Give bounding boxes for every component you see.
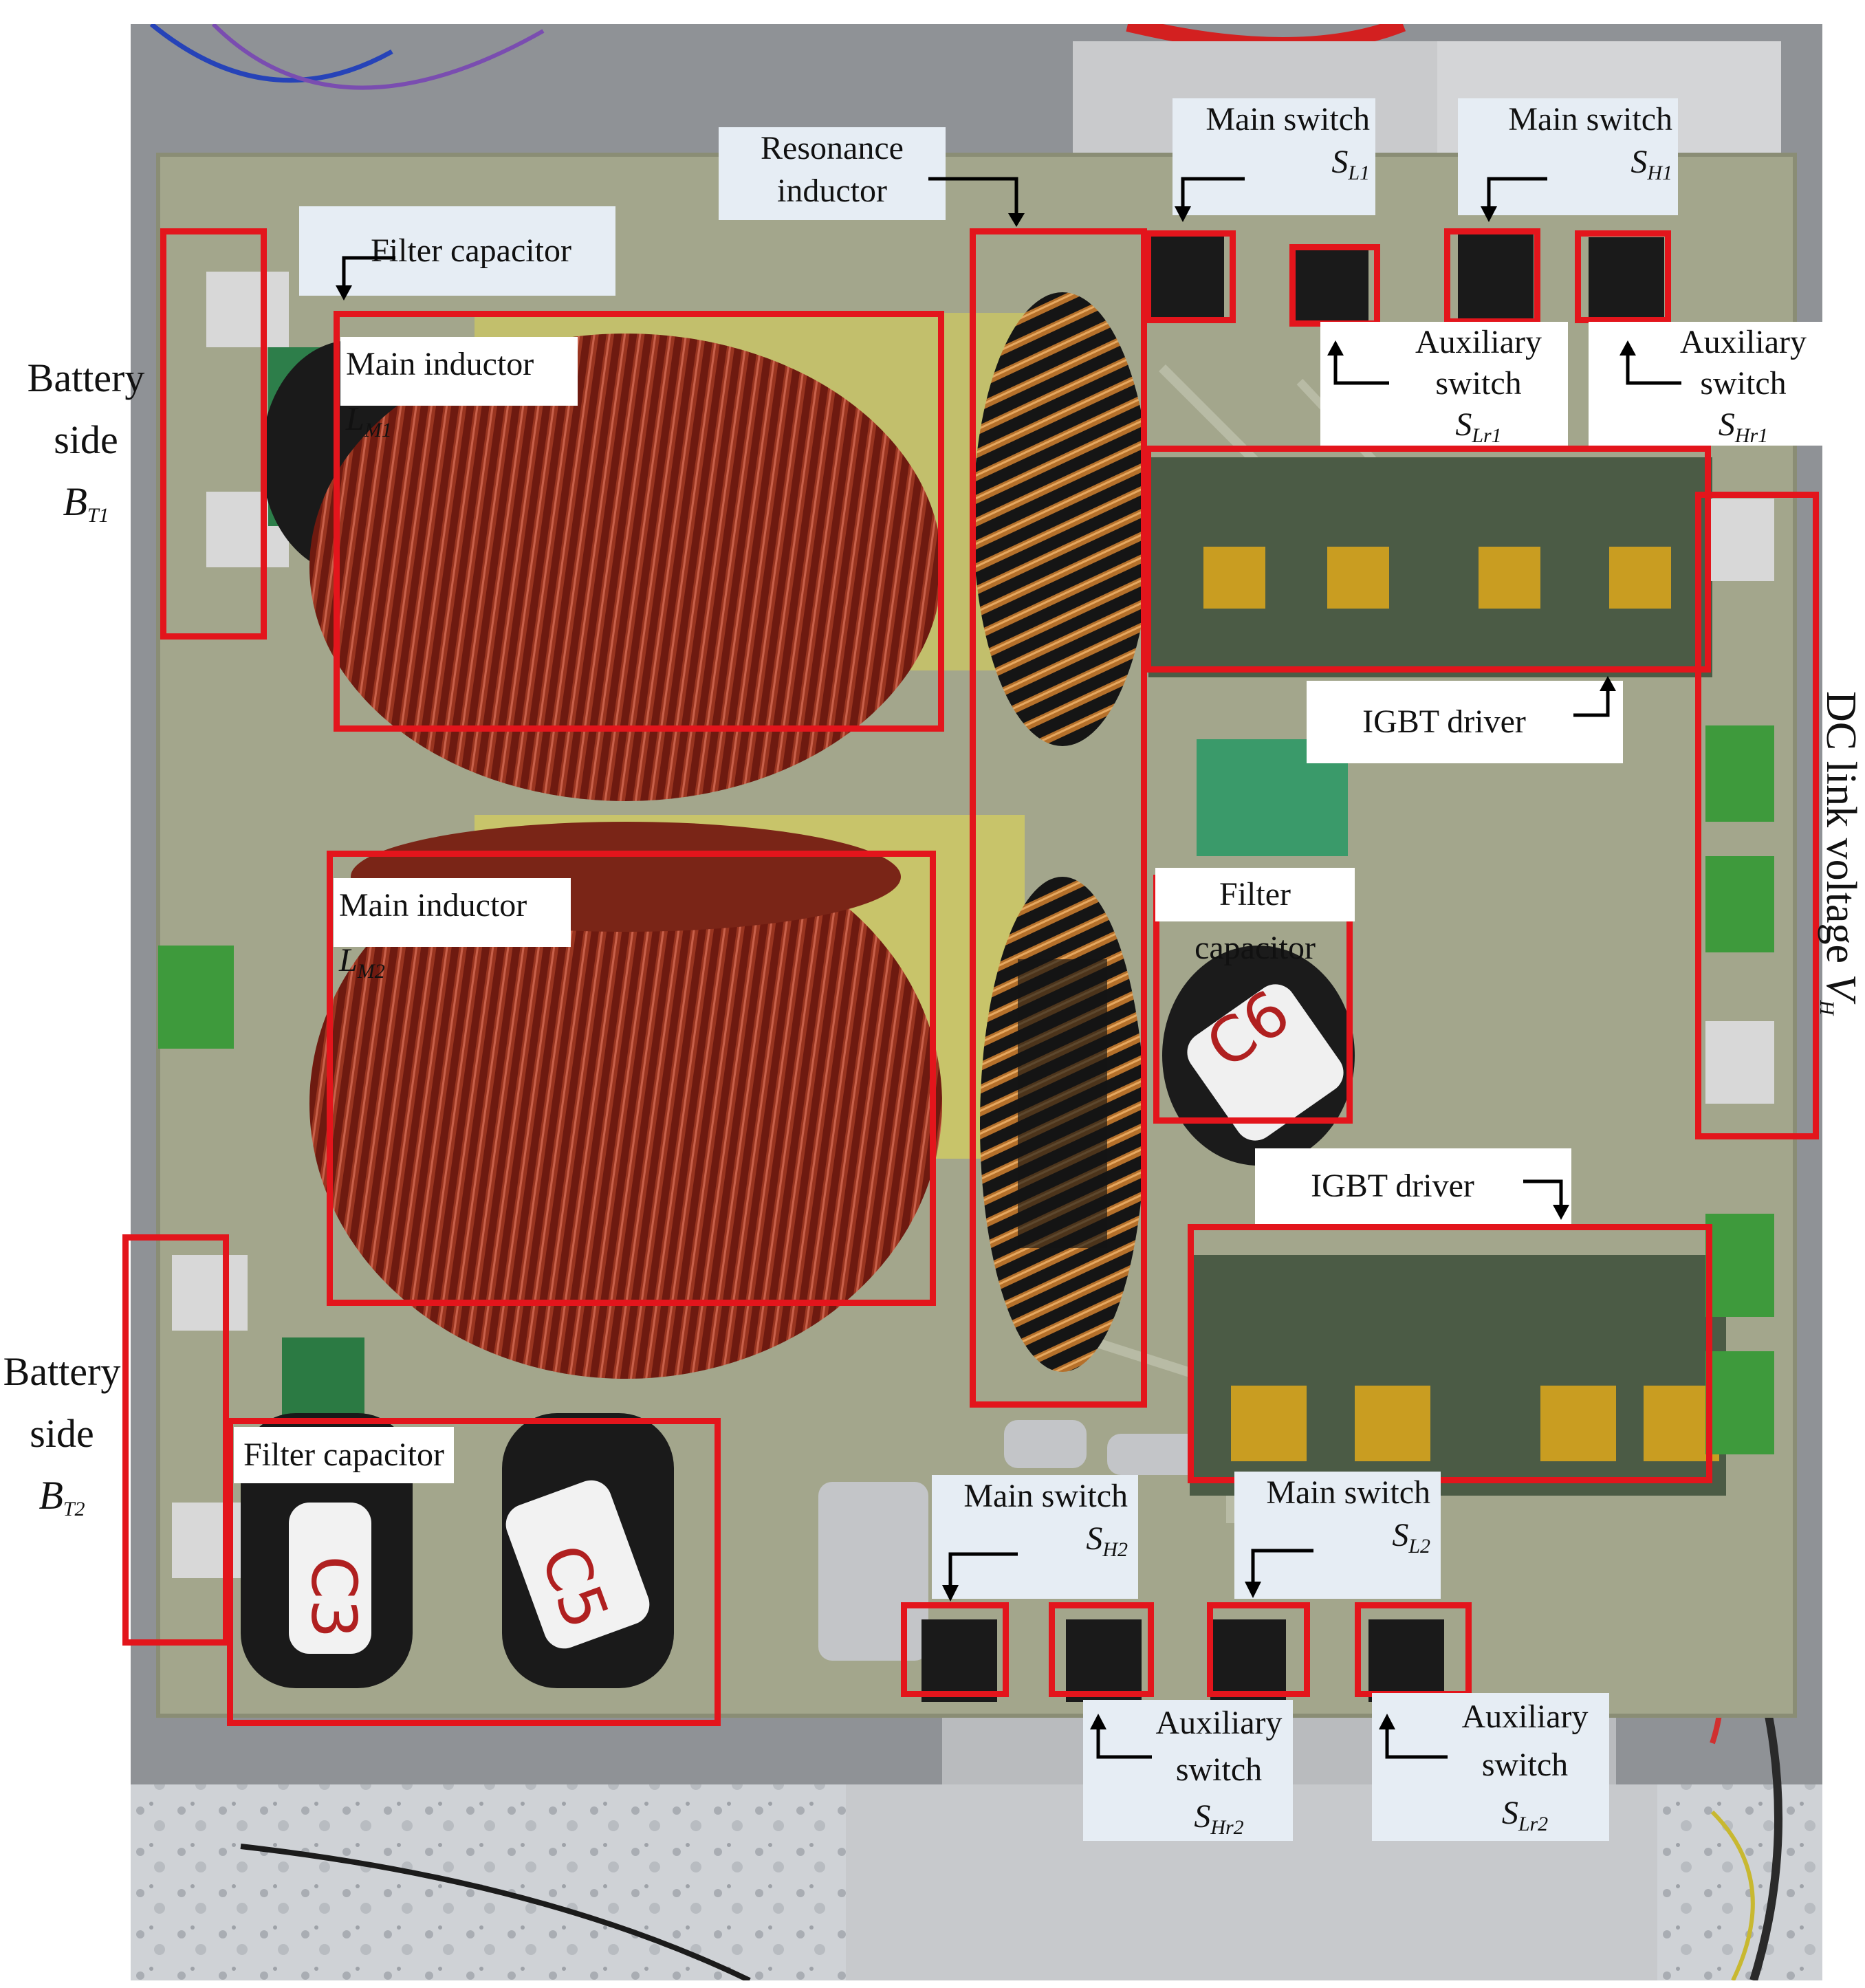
sh1-symbol: SH1 bbox=[1630, 144, 1672, 184]
shr2-symbol: SHr2 bbox=[1194, 1798, 1244, 1839]
sl2-line1: Main switch bbox=[1266, 1474, 1430, 1511]
bt1-line1: Battery bbox=[27, 356, 145, 400]
lm1-inductor-box bbox=[334, 311, 944, 732]
shr1-line1: Auxiliary bbox=[1680, 324, 1807, 360]
shr2-switch-box bbox=[1049, 1602, 1154, 1697]
filter-top-arrow-icon bbox=[336, 256, 395, 301]
battery-side-bt1-label: Battery side BT1 bbox=[17, 347, 155, 547]
main-switch-sh2-label: Main switch SH2 bbox=[932, 1475, 1138, 1599]
sl1-switch-box bbox=[1145, 230, 1236, 323]
sh1-arrow-icon bbox=[1481, 177, 1547, 222]
slr2-switch-box bbox=[1355, 1602, 1472, 1697]
slr1-symbol: SLr1 bbox=[1455, 406, 1502, 447]
slr1-line2: switch bbox=[1435, 365, 1522, 402]
igbt-top-arrow-icon bbox=[1573, 676, 1616, 717]
sl1-symbol: SL1 bbox=[1331, 144, 1370, 184]
resonance-line2: inductor bbox=[777, 173, 887, 209]
shr1-line2: switch bbox=[1700, 365, 1787, 402]
slr1-line1: Auxiliary bbox=[1415, 324, 1542, 360]
filter-capacitor-bottom-label: Filter capacitor bbox=[234, 1427, 454, 1483]
sh2-symbol: SH2 bbox=[1086, 1520, 1128, 1561]
main-inductor-lm1-label: Main inductor LM1 bbox=[340, 337, 578, 441]
main-inductor-lm2-label: Main inductor LM2 bbox=[334, 878, 571, 983]
auxiliary-switch-shr2-label: Auxiliary switch SHr2 bbox=[1083, 1700, 1293, 1841]
slr2-line1: Auxiliary bbox=[1461, 1698, 1589, 1735]
shr1-switch-box bbox=[1575, 230, 1671, 323]
main-switch-sh1-label: Main switch SH1 bbox=[1458, 98, 1678, 215]
slr2-symbol: SLr2 bbox=[1501, 1795, 1549, 1835]
dc-terminal-box bbox=[1695, 492, 1819, 1139]
lm2-inductor-box bbox=[327, 851, 936, 1306]
sl1-line1: Main switch bbox=[1206, 101, 1370, 138]
bt2-symbol: BT2 bbox=[39, 1473, 85, 1520]
sh2-arrow-icon bbox=[942, 1552, 1018, 1602]
resonance-line1: Resonance bbox=[761, 130, 904, 166]
bt1-line2: side bbox=[54, 417, 118, 462]
sl2-symbol: SL2 bbox=[1392, 1517, 1430, 1558]
slr1-arrow-icon bbox=[1327, 340, 1389, 385]
bt2-line2: side bbox=[30, 1411, 94, 1456]
shr1-symbol: SHr1 bbox=[1718, 406, 1769, 447]
sh1-switch-box bbox=[1444, 228, 1540, 325]
sh2-switch-box bbox=[901, 1602, 1009, 1697]
sl2-arrow-icon bbox=[1245, 1549, 1313, 1598]
resonance-arrow-icon bbox=[928, 177, 1025, 227]
auxiliary-switch-slr2-label: Auxiliary switch SLr2 bbox=[1372, 1693, 1609, 1841]
bottom-filter-capacitor-box bbox=[227, 1418, 721, 1726]
shr2-arrow-icon bbox=[1090, 1714, 1152, 1759]
filter-capacitor-top-label: Filter capacitor bbox=[299, 206, 615, 296]
sl1-arrow-icon bbox=[1175, 177, 1245, 222]
shr2-line1: Auxiliary bbox=[1155, 1705, 1283, 1741]
resonance-inductor-box bbox=[970, 228, 1147, 1408]
slr1-switch-box bbox=[1289, 244, 1380, 327]
main-switch-sl2-label: Main switch SL2 bbox=[1234, 1472, 1441, 1599]
bt2-terminal-box bbox=[122, 1234, 229, 1646]
sl2-switch-box bbox=[1207, 1602, 1310, 1697]
igbt-driver-bottom-box bbox=[1188, 1224, 1712, 1483]
bt1-terminal-box bbox=[160, 228, 267, 640]
igbt-driver-bottom-label: IGBT driver bbox=[1255, 1148, 1571, 1224]
igbt-driver-top-box bbox=[1145, 446, 1711, 673]
battery-side-bt2-label: Battery side BT2 bbox=[0, 1341, 124, 1540]
bt2-line1: Battery bbox=[3, 1349, 121, 1394]
filter-capacitor-mid-label: Filter capacitor bbox=[1155, 868, 1355, 966]
shr1-arrow-icon bbox=[1619, 340, 1681, 385]
resonance-inductor-label: Resonance inductor bbox=[719, 127, 946, 220]
igbt-bottom-arrow-icon bbox=[1523, 1179, 1569, 1220]
dc-link-voltage-label: DC link voltage VH bbox=[1815, 691, 1864, 1016]
igbt-driver-top-label: IGBT driver bbox=[1307, 681, 1623, 763]
sh1-line1: Main switch bbox=[1508, 101, 1672, 138]
slr2-arrow-icon bbox=[1379, 1714, 1448, 1759]
bt1-symbol: BT1 bbox=[63, 479, 109, 527]
shr2-line2: switch bbox=[1175, 1751, 1263, 1788]
slr2-line2: switch bbox=[1481, 1747, 1569, 1783]
main-switch-sl1-label: Main switch SL1 bbox=[1173, 98, 1375, 215]
sh2-line1: Main switch bbox=[963, 1478, 1128, 1514]
